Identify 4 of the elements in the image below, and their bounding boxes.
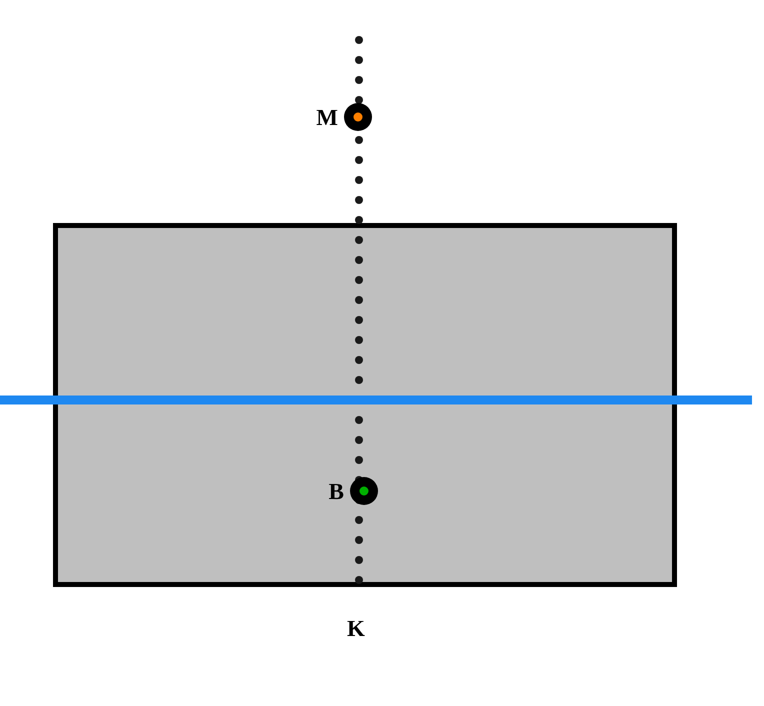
point-label: B — [328, 480, 344, 503]
point-label: M — [316, 106, 338, 129]
hull-cross-section — [53, 223, 677, 587]
point-label: K — [347, 617, 365, 640]
